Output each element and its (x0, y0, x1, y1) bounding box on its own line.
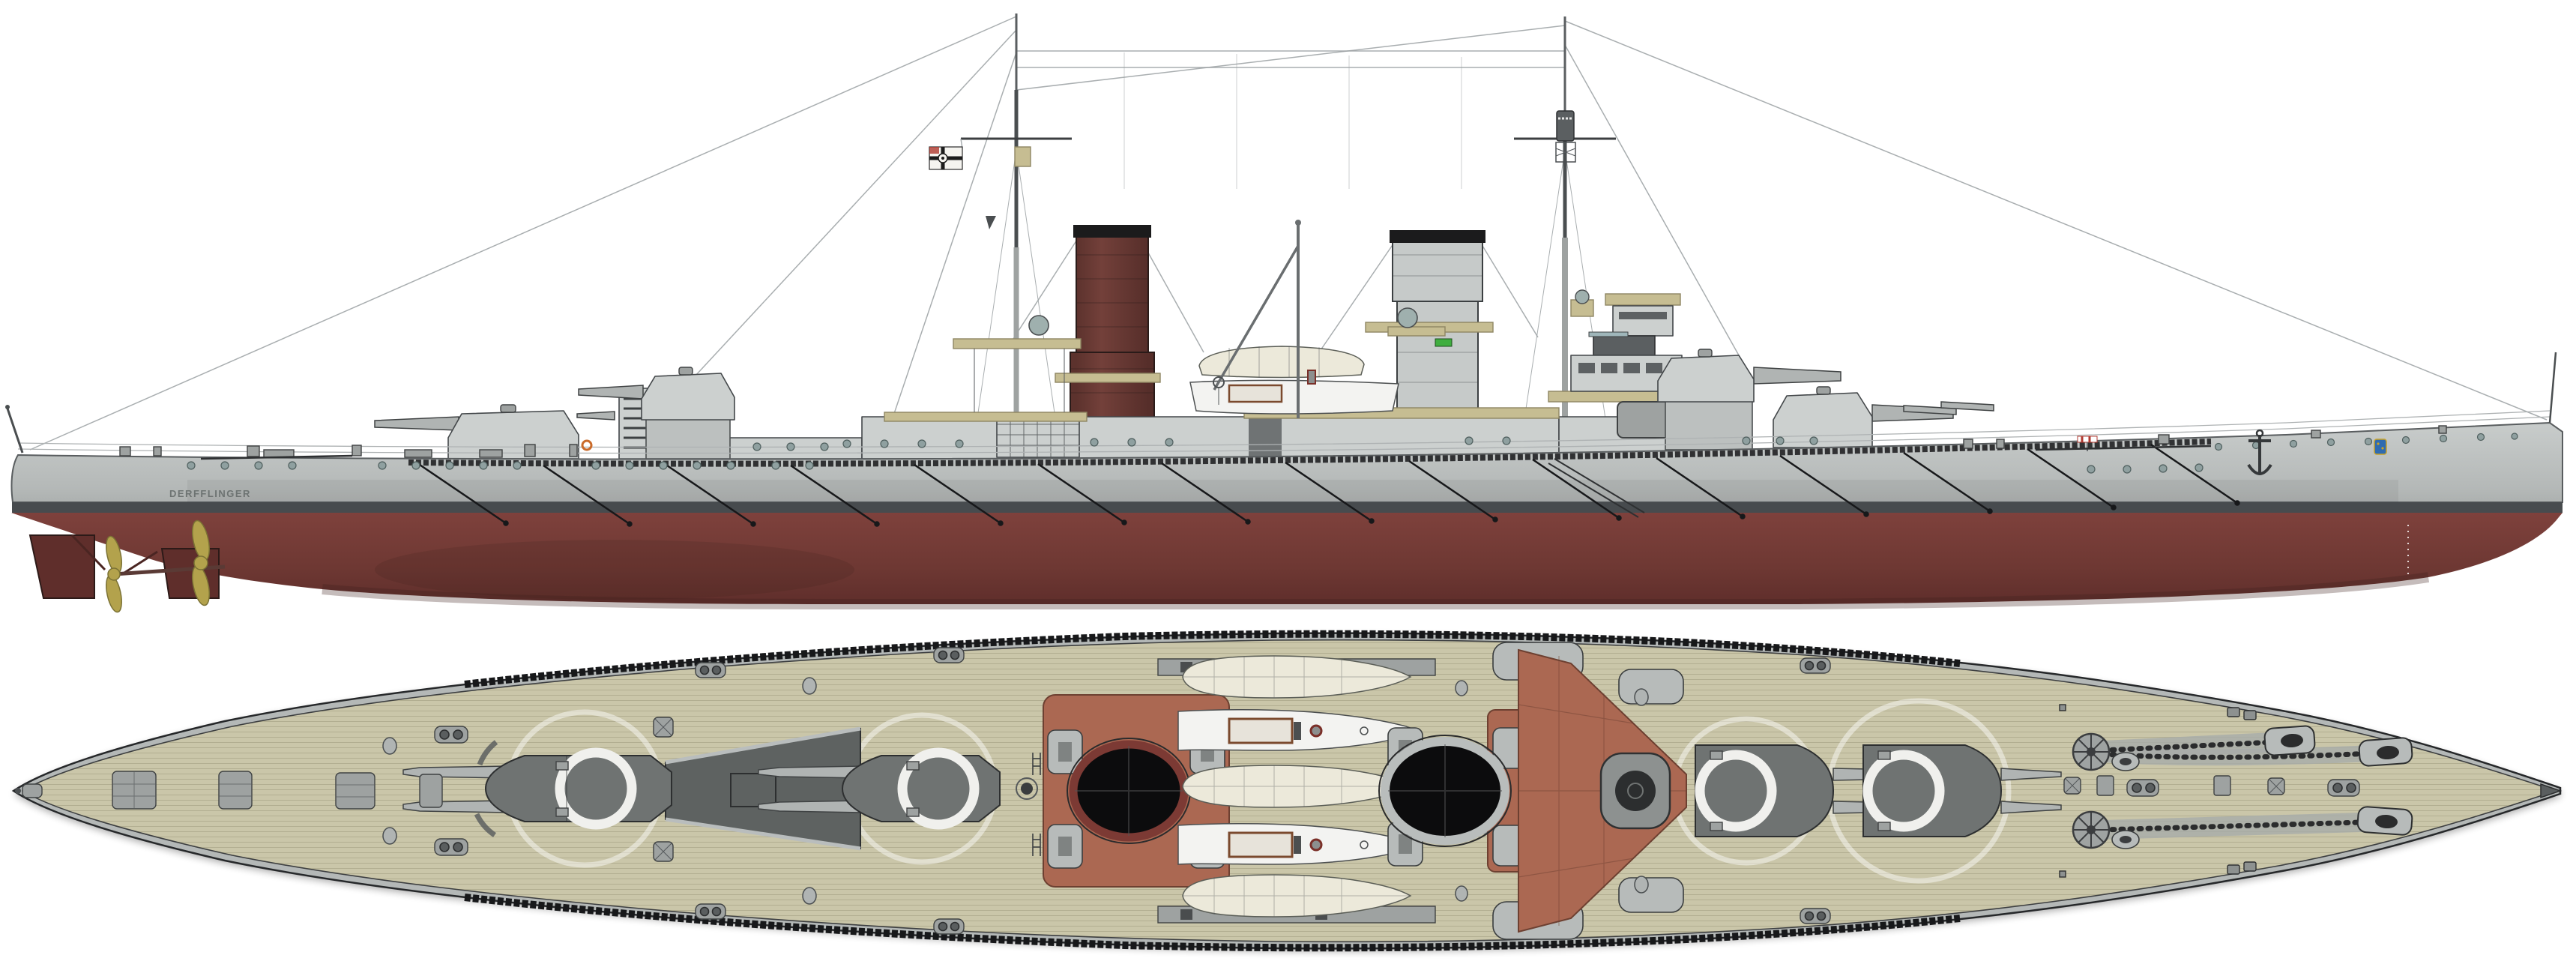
underwater-hull (11, 513, 2563, 604)
grated-hatch (2096, 775, 2231, 796)
signal-pennant-icon (986, 216, 996, 229)
propeller-icon (106, 535, 122, 613)
imperial-ensign-flag (929, 146, 963, 170)
searchlight-platform-fwd (1387, 326, 1446, 337)
bow-anchor-icon (2247, 429, 2272, 475)
compass-platform (1605, 293, 1681, 306)
boat-boom-fwd (2035, 445, 2212, 451)
mushroom-vent (382, 677, 1649, 905)
deckhouse-doorway (1249, 418, 1282, 457)
propeller-icon (191, 519, 211, 606)
stem-fitting (2540, 783, 2563, 799)
hawse-plate (2263, 725, 2413, 836)
mainmast-searchlight-platform (953, 338, 1082, 349)
bridge-wing (1618, 669, 1684, 705)
porthole-rows (187, 433, 2518, 474)
stern-jackstaff (6, 408, 24, 454)
mainmast-spotting-top (1014, 146, 1031, 167)
torpedo-net-bands-plan (464, 630, 1961, 952)
deck-fittings-side (5, 352, 2557, 518)
chart-house-top (1593, 335, 1656, 356)
casemate-guns (576, 401, 1994, 421)
accommodation-ladder (1548, 458, 1645, 518)
deck-plan-view (11, 630, 2563, 952)
torpedo-net-stowage (408, 439, 2212, 467)
waterline-stripe (12, 502, 2563, 513)
propeller-shaft (113, 564, 226, 576)
boat-crane (1213, 220, 1301, 418)
canvas-boat (1182, 874, 1412, 918)
edge-cleats (2059, 704, 2257, 878)
bridge-wing (1618, 877, 1684, 913)
foremast (1514, 16, 1616, 439)
turret-a-plan (1862, 744, 2062, 837)
turret-b-side (1657, 349, 1841, 451)
mainmast (960, 13, 1072, 459)
mainmast-base-plan (1021, 783, 1033, 795)
ship-name-text: DERFFLINGER (169, 488, 251, 499)
turret-a-side (1773, 386, 1954, 448)
deck-railing (17, 410, 2551, 454)
midship-deckhouse (861, 416, 1560, 460)
rudder-aft (28, 534, 95, 599)
bollard-pair (434, 647, 2360, 935)
bow-crest-icon (2374, 439, 2387, 455)
crows-nest (1555, 110, 1576, 163)
rigging-lines (29, 16, 2548, 451)
canvas-boat (1182, 655, 1412, 699)
stern-staff-base (15, 788, 21, 794)
platform-ladder (1032, 753, 1041, 856)
torpedo-net-booms (419, 443, 2240, 527)
turret-c-side (578, 367, 735, 460)
capstan-icon (2072, 732, 2111, 771)
rudder-fwd (160, 548, 220, 599)
motor-launch (1177, 823, 1420, 865)
signal-box-green (1435, 338, 1453, 347)
striped-ventilator (2077, 436, 2098, 451)
capstan-icon (2072, 810, 2111, 849)
aft-funnel-platform-side (1055, 373, 1161, 383)
aft-shelter-deck (884, 412, 1088, 422)
skylight-box (112, 771, 443, 810)
motor-launch (1177, 709, 1420, 751)
side-profile-view: DERFFLINGER (5, 13, 2563, 613)
stern-gear (28, 519, 226, 613)
bow-jackstaff (2548, 352, 2557, 424)
ships-boats-side (1189, 346, 1399, 415)
anchor-gear-plan (2072, 725, 2413, 849)
searchlight (1028, 289, 1594, 336)
deck-fittings-plan (15, 647, 2563, 935)
aft-funnel-red (1070, 225, 1155, 422)
pilot-house (1612, 305, 1674, 337)
superstructure (618, 220, 1707, 460)
stern-fitting (22, 783, 43, 798)
turret-c-plan (758, 747, 1001, 830)
bridge-plan (1492, 642, 1687, 940)
boat-stowage-plan (1157, 655, 1575, 924)
boat-boom-aft (200, 454, 353, 460)
semaphore-wings (1588, 331, 1629, 337)
x-skylight (653, 717, 2285, 862)
lifebuoy-icon (581, 439, 593, 451)
